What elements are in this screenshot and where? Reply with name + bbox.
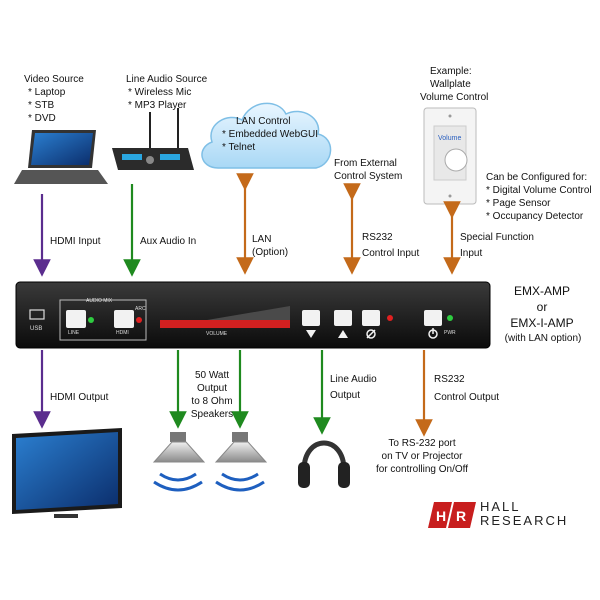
configured-item: * Occupancy Detector — [486, 211, 584, 222]
video-source-title: Video Source — [24, 74, 84, 85]
line-audio-source-item: * Wireless Mic — [128, 87, 192, 98]
hdmi-output-label: HDMI Output — [50, 392, 109, 403]
arc-label: ARC — [135, 306, 146, 312]
pwr-label: PWR — [444, 330, 456, 336]
lan-control-item: * Telnet — [222, 142, 256, 153]
aux-audio-in-label: Aux Audio In — [140, 236, 197, 247]
line-audio-output-label: Output — [330, 390, 361, 401]
wireless-receiver-icon — [112, 108, 194, 170]
lan-control-item: * Embedded WebGUI — [222, 129, 318, 140]
wallplate-label: Wallplate — [430, 79, 471, 90]
lan-label: LAN — [252, 234, 272, 245]
rs232-output-label: RS232 — [434, 374, 465, 385]
wallplate-volume-control-icon — [423, 107, 477, 205]
video-source-item: * DVD — [28, 113, 56, 124]
wallplate-volume-label: Volume — [438, 135, 462, 142]
rs232-destination-label: on TV or Projector — [381, 451, 463, 462]
line-audio-output-label: Line Audio — [330, 374, 377, 385]
rs232-destination-label: To RS-232 port — [388, 438, 456, 449]
configured-item: * Page Sensor — [486, 198, 551, 209]
configured-title: Can be Configured for: — [486, 172, 588, 183]
up-triangle-icon — [338, 330, 348, 338]
lan-control-title: LAN Control — [236, 116, 291, 127]
speaker-output-label: Speakers — [190, 409, 234, 420]
speaker-output-label: 50 Watt — [194, 370, 230, 381]
volume-label: VOLUME — [206, 331, 228, 337]
usb-port — [29, 309, 45, 320]
model-or: or — [536, 300, 548, 314]
usb-label: USB — [30, 326, 43, 332]
speaker-left-icon — [152, 432, 206, 492]
hdmi-input-label: HDMI Input — [50, 236, 101, 247]
lan-label: (Option) — [252, 247, 289, 258]
line-led — [88, 317, 94, 323]
line-label: LINE — [68, 330, 80, 336]
lan-cloud-icon — [201, 102, 332, 169]
model-name: EMX-AMP — [513, 284, 570, 298]
external-control-label: Control System — [334, 171, 403, 182]
hdmi-audio-button — [114, 310, 134, 328]
volume-bar — [160, 306, 290, 328]
model-note: (with LAN option) — [504, 333, 582, 344]
down-triangle-icon — [306, 330, 316, 338]
audio-mix-label: AUDIO MIX — [86, 298, 113, 304]
hall-research-logo: H R — [428, 502, 476, 528]
laptop-icon — [14, 130, 108, 184]
emx-amp-device — [15, 281, 491, 349]
volume-down-button — [302, 310, 320, 326]
video-source-item: * STB — [28, 100, 55, 111]
speaker-output-label: to 8 Ohm — [191, 396, 233, 407]
video-source-item: * Laptop — [28, 87, 66, 98]
wallplate-label: Volume Control — [420, 92, 489, 103]
speaker-right-icon — [214, 432, 268, 492]
wallplate-label: Example: — [430, 66, 472, 77]
line-audio-source-item: * MP3 Player — [128, 100, 187, 111]
tv-icon — [12, 428, 122, 518]
mute-led — [387, 315, 393, 321]
mute-button — [362, 310, 380, 326]
hdmi-device-label: HDMI — [116, 330, 129, 336]
model-name: EMX-I-AMP — [510, 316, 574, 330]
rs232-input-label: Control Input — [362, 248, 420, 259]
line-button — [66, 310, 86, 328]
svg-text:R: R — [456, 508, 466, 524]
configured-item: * Digital Volume Control — [486, 185, 592, 196]
headphones-icon — [298, 440, 350, 488]
arc-led — [136, 317, 142, 323]
special-function-label: Special Function — [460, 232, 534, 243]
rs232-destination-label: for controlling On/Off — [375, 464, 469, 475]
line-audio-source-title: Line Audio Source — [126, 74, 208, 85]
rs232-output-label: Control Output — [434, 392, 500, 403]
mute-icon — [366, 329, 376, 339]
speaker-output-label: Output — [196, 383, 228, 394]
brand-name: HALL — [480, 499, 521, 514]
rs232-input-label: RS232 — [362, 232, 393, 243]
volume-up-button — [334, 310, 352, 326]
power-led — [447, 315, 453, 321]
special-function-label: Input — [460, 248, 483, 259]
svg-text:H: H — [436, 508, 446, 524]
power-button — [424, 310, 442, 326]
brand-name: RESEARCH — [480, 513, 569, 528]
external-control-label: From External — [334, 158, 397, 169]
